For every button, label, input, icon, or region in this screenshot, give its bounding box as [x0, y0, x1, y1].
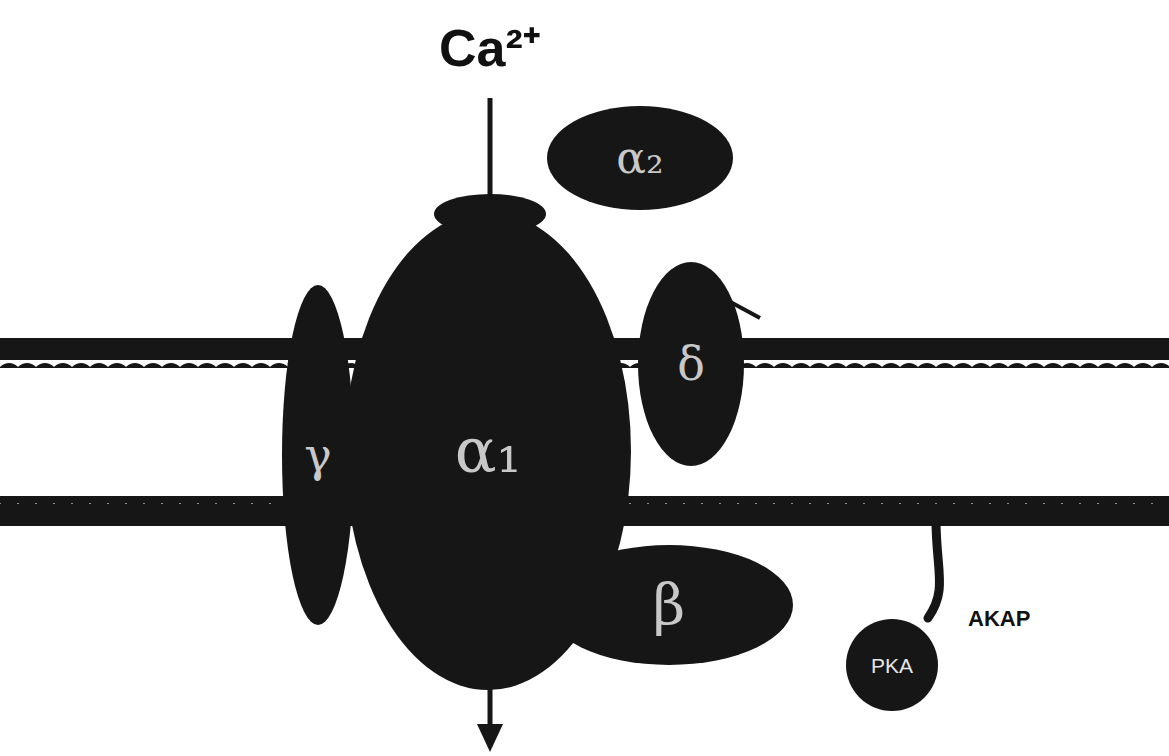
ion-label: Ca²⁺ [439, 22, 541, 74]
subunit-label: PKA [871, 655, 913, 676]
arrowhead [477, 724, 503, 752]
subunit-label: γ [304, 432, 332, 478]
protein-label: AKAP [968, 608, 1030, 630]
subunit-label: δ [677, 341, 705, 387]
pka-circle: PKA [846, 619, 938, 711]
subunit-label: α₁ [455, 420, 522, 482]
alpha2-subunit: α₂ [547, 106, 733, 210]
akap-anchor [928, 520, 940, 618]
subunit-label: β [653, 577, 685, 633]
gamma-subunit: γ [282, 285, 354, 625]
ion-flow-line [488, 685, 493, 730]
beta-subunit: β [545, 545, 793, 665]
delta-subunit: δ [638, 262, 744, 466]
subunit-label: α₂ [616, 136, 663, 180]
